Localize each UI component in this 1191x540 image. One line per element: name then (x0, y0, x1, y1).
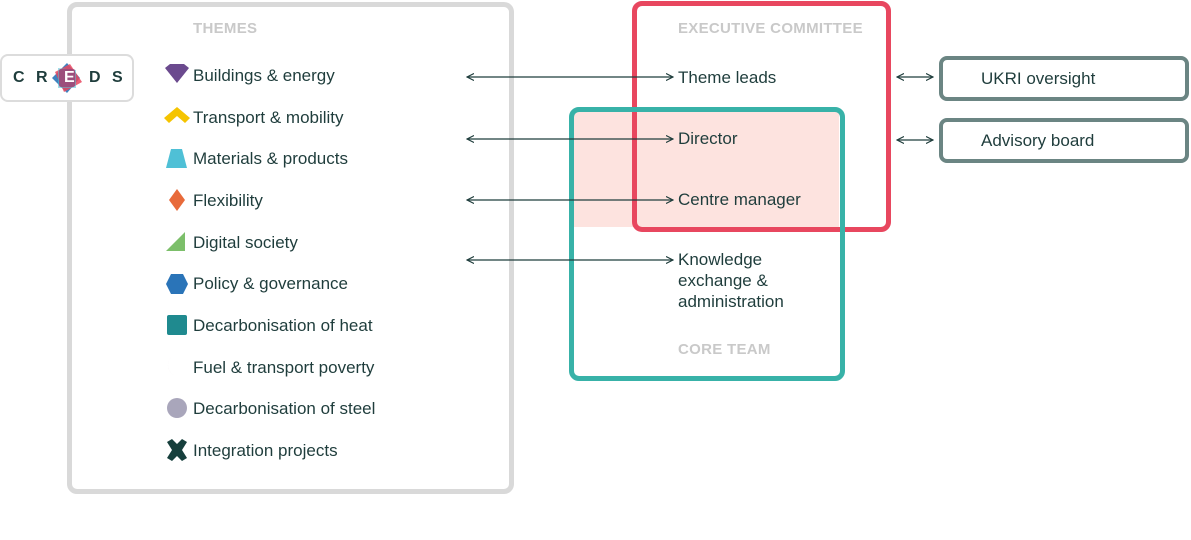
orange-diamond-icon (169, 189, 185, 211)
theme-flexibility: Flexibility (193, 191, 263, 210)
logo-letter-d: D (89, 69, 101, 86)
logo-emblem-icon (52, 63, 82, 93)
core-team-box (569, 107, 845, 381)
dark-cross-icon (167, 439, 187, 461)
creds-logo: C R E D S (0, 54, 134, 102)
committee-overlap-area (574, 112, 839, 227)
theme-buildings-energy: Buildings & energy (193, 66, 335, 85)
blue-hexagon-icon (166, 274, 188, 294)
ukri-oversight-label: UKRI oversight (981, 68, 1096, 88)
theme-materials-products: Materials & products (193, 149, 348, 168)
theme-decarbonisation-steel: Decarbonisation of steel (193, 399, 376, 418)
logo-letter-r: R (36, 69, 48, 86)
centre-manager-label: Centre manager (678, 190, 801, 209)
advisory-board-box: Advisory board (939, 118, 1189, 163)
teal-square-icon (167, 315, 187, 335)
theme-fuel-transport-poverty: Fuel & transport poverty (193, 358, 375, 377)
theme-policy-governance: Policy & governance (193, 274, 348, 293)
executive-committee-title: EXECUTIVE COMMITTEE (678, 20, 863, 37)
core-team-title: CORE TEAM (678, 341, 771, 358)
yellow-chevron-icon (164, 107, 190, 123)
green-triangle-icon (166, 232, 185, 251)
theme-leads-label: Theme leads (678, 68, 777, 87)
theme-integration-projects: Integration projects (193, 441, 338, 460)
knowledge-exchange-label: Knowledge exchange & administration (678, 250, 784, 311)
theme-decarbonisation-heat: Decarbonisation of heat (193, 316, 373, 335)
logo-letter-s: S (112, 69, 123, 86)
advisory-board-label: Advisory board (981, 130, 1095, 150)
purple-gem-icon (165, 64, 189, 83)
ukri-oversight-box: UKRI oversight (939, 56, 1189, 101)
executive-committee-box (632, 1, 891, 232)
theme-digital-society: Digital society (193, 233, 298, 252)
themes-title: THEMES (193, 20, 258, 37)
cyan-trapezoid-icon (166, 149, 187, 168)
logo-letter-e: E (64, 69, 75, 86)
themes-panel (67, 2, 514, 494)
logo-letter-c: C (13, 69, 25, 86)
grey-circle-icon (167, 398, 187, 418)
director-label: Director (678, 129, 738, 148)
theme-transport-mobility: Transport & mobility (193, 108, 344, 127)
